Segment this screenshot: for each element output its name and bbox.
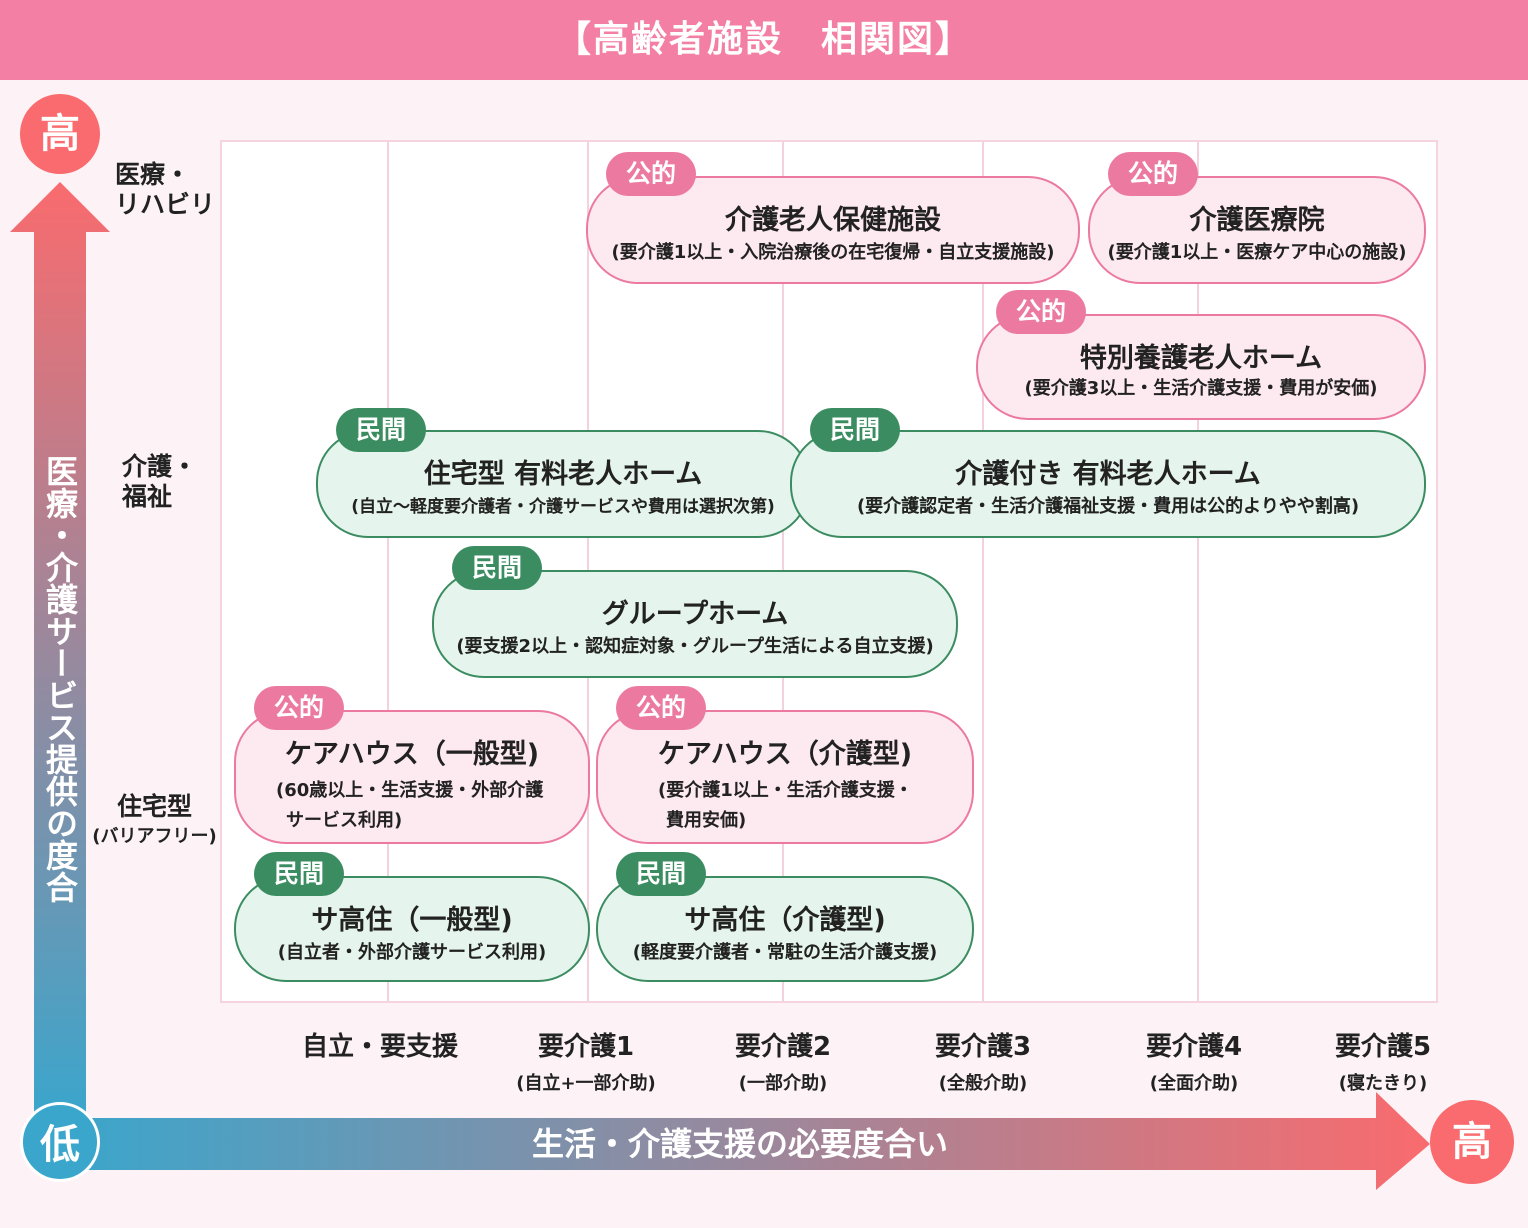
facility-desc: (要介護1以上・生活介護支援・ 費用安価) xyxy=(658,776,962,836)
row-label-housing-line1: 住宅型 xyxy=(116,792,192,821)
grid-line xyxy=(982,142,984,1001)
x-label-jiritsu: 自立・要支援 xyxy=(290,1026,470,1063)
row-label-medical-line1: 医療・ xyxy=(115,160,191,189)
x-label-main: 要介護3 xyxy=(934,1032,1032,1062)
y-axis-high-marker: 高 xyxy=(20,94,100,174)
x-label-sub: (寝たきり) xyxy=(1338,1073,1428,1094)
facility-desc: (要介護3以上・生活介護支援・費用が安価) xyxy=(1024,378,1378,399)
badge-public: 公的 xyxy=(1108,152,1198,196)
x-label-main: 要介護5 xyxy=(1334,1032,1432,1062)
facility-desc-line2: サービス利用) xyxy=(286,810,403,831)
x-label-sub: (一部介助) xyxy=(738,1073,828,1094)
row-label-care-line2: 福祉 xyxy=(122,482,173,511)
facility-title: 介護老人保健施設 xyxy=(725,205,941,236)
grid-line xyxy=(1197,142,1199,1001)
y-axis-low-marker: 低 xyxy=(20,1102,100,1182)
row-label-housing: 住宅型 (バリアフリー) xyxy=(92,792,217,852)
facility-jutaku-yuryo: 住宅型 有料老人ホーム (自立～軽度要介護者・介護サービスや費用は選択次第) xyxy=(316,430,810,538)
x-axis-label: 生活・介護支援の必要度合い xyxy=(531,1125,948,1163)
facility-desc-line1: (60歳以上・生活支援・外部介護 xyxy=(276,780,544,801)
facility-desc: (要介護1以上・入院治療後の在宅復帰・自立支援施設) xyxy=(611,242,1055,263)
x-label-main: 自立・要支援 xyxy=(301,1032,458,1062)
badge-public: 公的 xyxy=(616,686,706,730)
x-label-sub: (全面介助) xyxy=(1149,1073,1239,1094)
facility-desc-line1: (要介護1以上・生活介護支援・ xyxy=(658,780,913,801)
badge-public: 公的 xyxy=(606,152,696,196)
x-label-sub: (自立+一部介助) xyxy=(516,1073,656,1094)
facility-desc-line2: 費用安価) xyxy=(666,810,747,831)
facility-title: ケアハウス（一般型) xyxy=(284,739,540,770)
y-axis-arrow xyxy=(10,182,110,1120)
row-label-medical-line2: リハビリ xyxy=(115,190,216,219)
facility-title: 住宅型 有料老人ホーム xyxy=(423,459,703,490)
y-axis-label: 医療・介護サービス提供の度合 xyxy=(41,455,79,903)
row-label-medical: 医療・ リハビリ xyxy=(115,160,215,220)
badge-public: 公的 xyxy=(254,686,344,730)
facility-carehouse-care: ケアハウス（介護型) (要介護1以上・生活介護支援・ 費用安価) xyxy=(596,710,974,844)
facility-title: 特別養護老人ホーム xyxy=(1079,343,1323,374)
facility-desc: (自立者・外部介護サービス利用) xyxy=(277,942,547,963)
x-label-main: 要介護1 xyxy=(537,1032,635,1062)
badge-public: 公的 xyxy=(996,290,1086,334)
badge-private: 民間 xyxy=(810,408,900,452)
facility-title: サ高住（一般型) xyxy=(311,905,513,936)
facility-desc: (要介護1以上・医療ケア中心の施設) xyxy=(1107,242,1407,263)
row-label-care: 介護・ 福祉 xyxy=(122,452,197,512)
page-title: 【高齢者施設 相関図】 xyxy=(0,0,1528,80)
facility-title: 介護医療院 xyxy=(1189,205,1325,236)
x-label-kaigo3: 要介護3 (全般介助) xyxy=(893,1026,1073,1095)
facility-title: サ高住（介護型) xyxy=(684,905,886,936)
facility-desc: (要介護認定者・生活介護福祉支援・費用は公的よりやや割高) xyxy=(856,496,1360,517)
facility-sakoju-general: サ高住（一般型) (自立者・外部介護サービス利用) xyxy=(234,876,590,982)
facility-carehouse-general: ケアハウス（一般型) (60歳以上・生活支援・外部介護 サービス利用) xyxy=(234,710,590,844)
grid-line xyxy=(387,142,389,1001)
x-label-kaigo2: 要介護2 (一部介助) xyxy=(693,1026,873,1095)
badge-private: 民間 xyxy=(336,408,426,452)
facility-desc: (軽度要介護者・常駐の生活介護支援) xyxy=(632,942,938,963)
row-label-care-line1: 介護・ xyxy=(122,452,198,481)
row-label-housing-sub: (バリアフリー) xyxy=(92,826,217,847)
facility-desc: (60歳以上・生活支援・外部介護 サービス利用) xyxy=(276,776,578,836)
facility-iryoin: 介護医療院 (要介護1以上・医療ケア中心の施設) xyxy=(1088,176,1426,284)
badge-private: 民間 xyxy=(616,852,706,896)
facility-title: グループホーム xyxy=(601,599,789,630)
x-label-kaigo1: 要介護1 (自立+一部介助) xyxy=(496,1026,676,1095)
x-label-kaigo4: 要介護4 (全面介助) xyxy=(1104,1026,1284,1095)
x-label-kaigo5: 要介護5 (寝たきり) xyxy=(1293,1026,1473,1095)
facility-desc: (自立～軽度要介護者・介護サービスや費用は選択次第) xyxy=(351,497,775,517)
facility-title: 介護付き 有料老人ホーム xyxy=(955,459,1261,490)
badge-private: 民間 xyxy=(452,546,542,590)
x-axis-arrow xyxy=(60,1092,1430,1190)
facility-kaigotsuki-yuryo: 介護付き 有料老人ホーム (要介護認定者・生活介護福祉支援・費用は公的よりやや割… xyxy=(790,430,1426,538)
facility-title: ケアハウス（介護型) xyxy=(657,739,913,770)
x-label-main: 要介護4 xyxy=(1145,1032,1243,1062)
x-label-main: 要介護2 xyxy=(734,1032,832,1062)
x-label-sub: (全般介助) xyxy=(938,1073,1028,1094)
facility-desc: (要支援2以上・認知症対象・グループ生活による自立支援) xyxy=(456,636,934,657)
badge-private: 民間 xyxy=(254,852,344,896)
x-axis-high-marker: 高 xyxy=(1430,1100,1514,1184)
